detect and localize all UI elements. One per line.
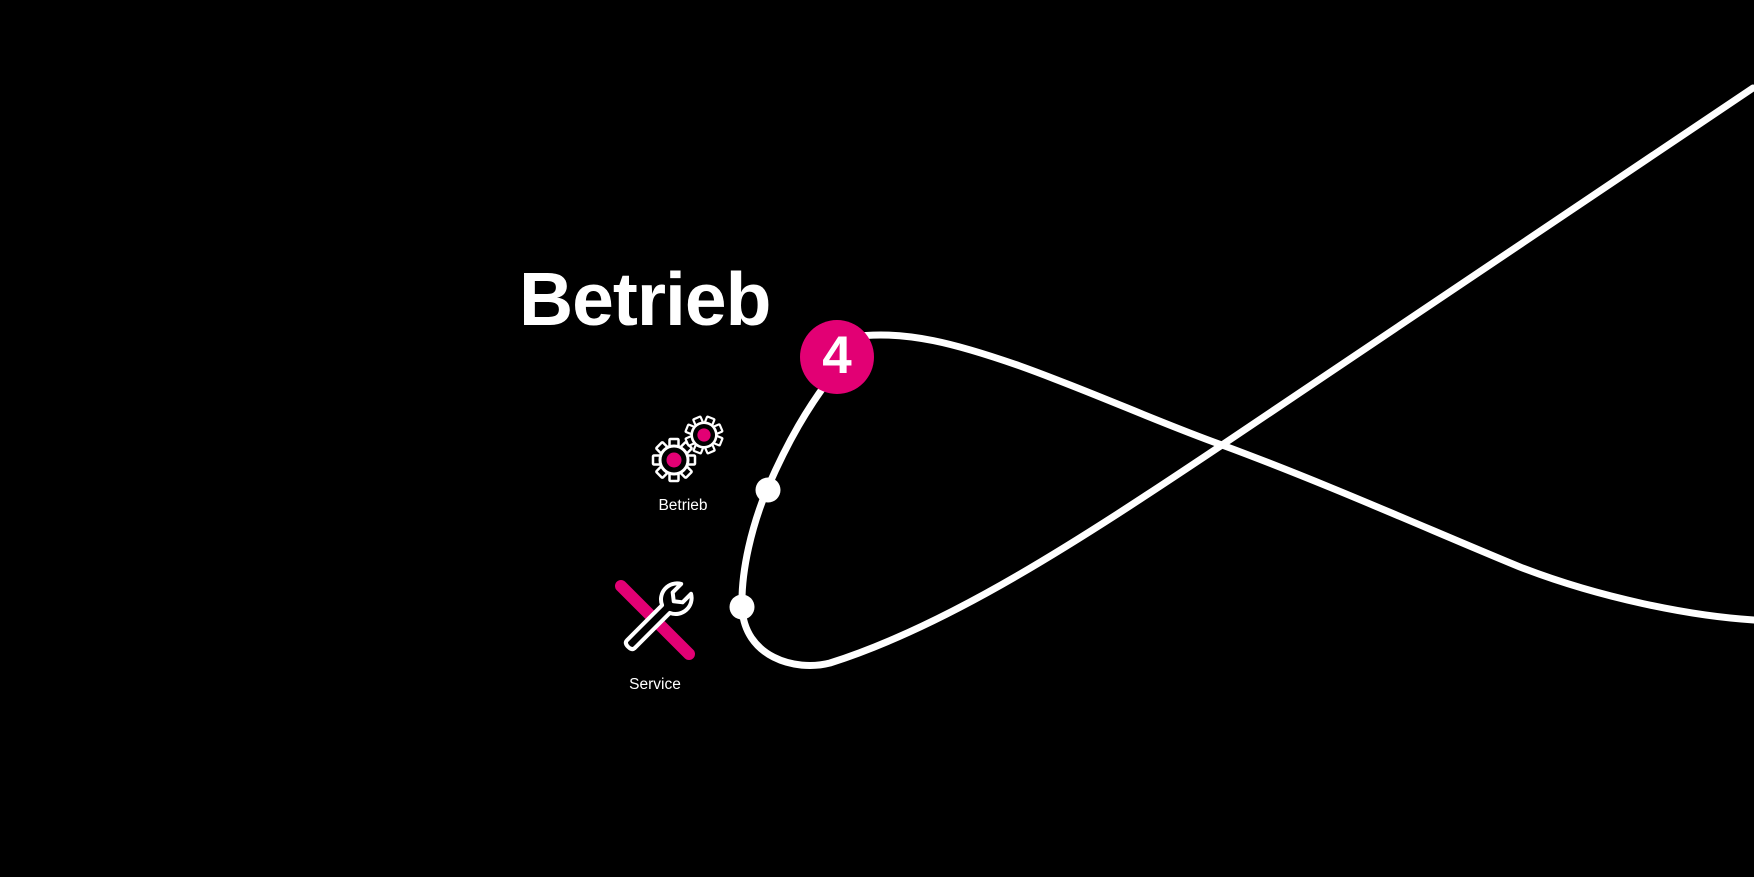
- lifecycle-curve-exit: [848, 331, 1754, 624]
- step-badge: 4: [800, 320, 874, 394]
- lifecycle-curve-loop: [738, 84, 1754, 669]
- waypoint-dot-service: [729, 594, 755, 620]
- lifecycle-item-betrieb-label: Betrieb: [658, 497, 708, 514]
- lifecycle-item-service: Service: [600, 572, 710, 694]
- lifecycle-item-betrieb: Betrieb: [628, 408, 738, 515]
- step-number: 4: [822, 325, 852, 385]
- gears-icon: [651, 415, 724, 483]
- page-title: Betrieb: [519, 257, 771, 341]
- lifecycle-item-service-label: Service: [629, 676, 681, 693]
- waypoint-dot-betrieb: [755, 477, 781, 503]
- tools-icon: [615, 580, 695, 660]
